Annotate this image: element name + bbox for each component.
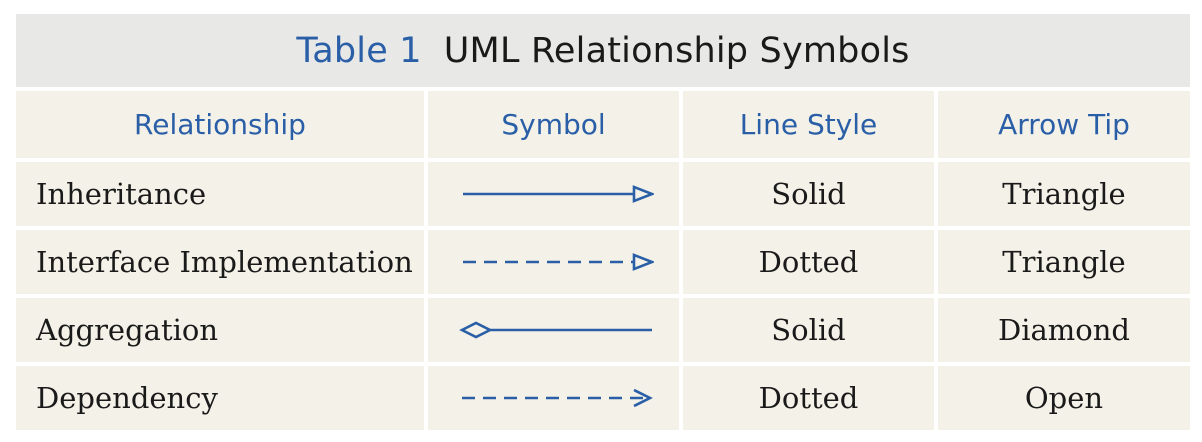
column-header-arrow-tip: Arrow Tip (938, 91, 1190, 158)
cell-line-style: Dotted (683, 366, 934, 430)
cell-arrow-tip: Diamond (938, 298, 1190, 362)
dashed-line-triangle-arrow-icon (462, 253, 654, 271)
cell-symbol (428, 230, 679, 294)
cell-arrow-tip: Triangle (938, 162, 1190, 226)
cell-arrow-tip: Triangle (938, 230, 1190, 294)
cell-symbol (428, 298, 679, 362)
cell-line-style: Dotted (683, 230, 934, 294)
uml-relationship-table: Table 1 UML Relationship Symbols Relatio… (16, 14, 1190, 430)
cell-line-style: Solid (683, 162, 934, 226)
column-header-relationship: Relationship (16, 91, 424, 158)
cell-relationship: Inheritance (16, 162, 424, 226)
table-number: Table 1 (296, 30, 422, 71)
cell-relationship: Aggregation (16, 298, 424, 362)
table-caption: Table 1 UML Relationship Symbols (16, 14, 1190, 87)
cell-arrow-tip: Open (938, 366, 1190, 430)
column-header-symbol: Symbol (428, 91, 679, 158)
table-title: UML Relationship Symbols (443, 30, 910, 71)
solid-line-triangle-arrow-icon (462, 185, 654, 203)
column-header-line-style: Line Style (683, 91, 934, 158)
cell-line-style: Solid (683, 298, 934, 362)
solid-line-diamond-icon (458, 321, 652, 339)
dashed-line-open-arrow-icon (461, 388, 653, 408)
cell-symbol (428, 162, 679, 226)
cell-relationship: Interface Implementation (16, 230, 424, 294)
cell-relationship: Dependency (16, 366, 424, 430)
cell-symbol (428, 366, 679, 430)
